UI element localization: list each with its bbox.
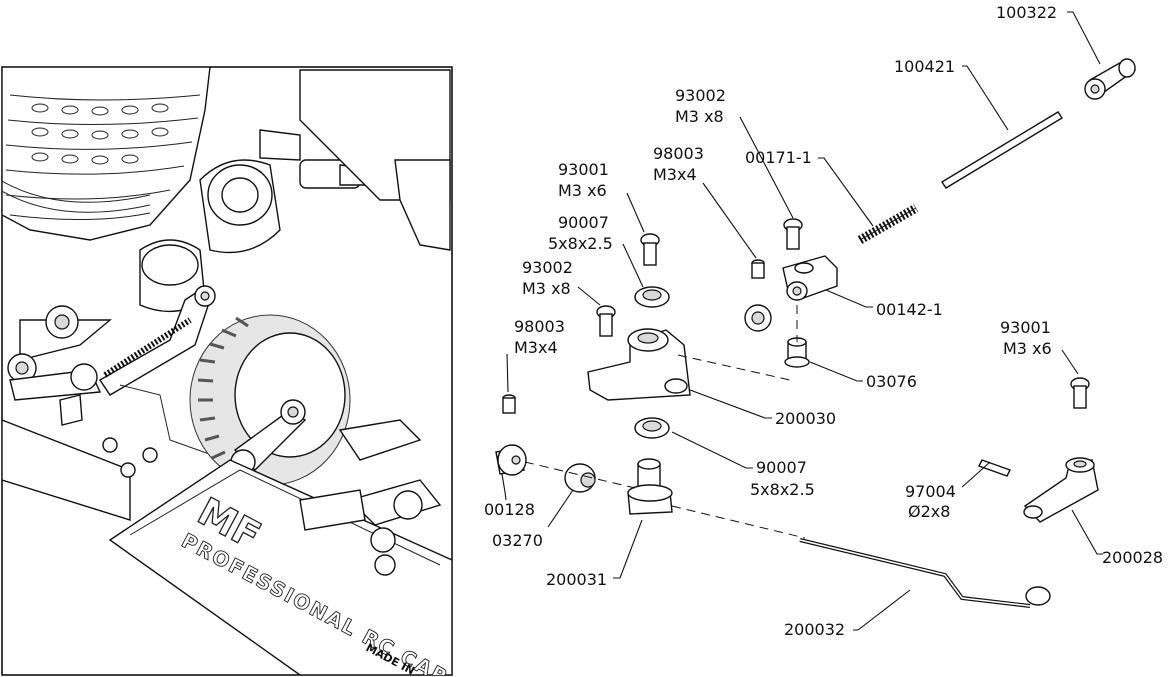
linkage-drawing xyxy=(7,285,241,466)
callout-200031: 200031 xyxy=(546,570,607,589)
part-90007-bearing-bottom xyxy=(634,417,670,439)
callout-03076: 03076 xyxy=(866,372,917,391)
callout-97004-size: Ø2x8 xyxy=(908,502,950,521)
part-98003-setscrew-left xyxy=(502,394,516,414)
callout-90007b-size: 5x8x2.5 xyxy=(750,480,815,499)
callout-00128: 00128 xyxy=(484,500,535,519)
part-93002-screw-top xyxy=(783,218,803,250)
part-93001-screw-left xyxy=(640,233,660,266)
part-03270-bushing xyxy=(564,463,596,493)
part-100322-ball-end xyxy=(1084,58,1137,100)
callout-93001a-num: 93001 xyxy=(558,160,609,179)
callout-200030: 200030 xyxy=(775,409,836,428)
callout-00142-1: 00142-1 xyxy=(876,300,943,319)
callout-93002b-size: M3 x8 xyxy=(522,279,571,298)
part-200032-rod xyxy=(799,538,1051,608)
part-collar-mid xyxy=(744,304,772,332)
part-200028-arm xyxy=(1023,457,1099,523)
callout-93002b-num: 93002 xyxy=(522,258,573,277)
right-linkage-drawing xyxy=(299,419,442,576)
part-93001-screw-right xyxy=(1070,377,1090,409)
callout-93001a-size: M3 x6 xyxy=(558,181,607,200)
callout-200032: 200032 xyxy=(784,620,845,639)
callout-100421: 100421 xyxy=(894,57,955,76)
assembly-inset: MF PROFESSIONAL RC CAR MADE IN xyxy=(1,66,453,676)
part-00142-1 xyxy=(782,255,838,301)
callout-98003b-num: 98003 xyxy=(514,317,565,336)
callout-200028: 200028 xyxy=(1102,548,1163,567)
part-98003-setscrew-top xyxy=(751,259,765,279)
part-00171-1-spring xyxy=(857,204,919,244)
part-03076-bushing xyxy=(784,337,810,368)
part-97004-pin xyxy=(978,459,1011,477)
part-90007-bearing-top xyxy=(634,286,670,308)
part-200030-arm xyxy=(587,328,691,401)
callout-97004-num: 97004 xyxy=(905,482,956,501)
callout-90007b-num: 90007 xyxy=(756,458,807,477)
callout-100322: 100322 xyxy=(996,3,1057,22)
callout-93001b-num: 93001 xyxy=(1000,318,1051,337)
callout-labels: 100322 100421 93002 M3 x8 98003 M3x4 001… xyxy=(484,3,1163,639)
callout-93002a-num: 93002 xyxy=(675,86,726,105)
callout-98003a-size: M3x4 xyxy=(653,165,697,184)
callout-98003b-size: M3x4 xyxy=(514,338,558,357)
spur-gear-drawing xyxy=(189,314,351,486)
part-93002-screw-left xyxy=(596,305,616,337)
callout-93002a-size: M3 x8 xyxy=(675,107,724,126)
callout-00171-1: 00171-1 xyxy=(745,148,812,167)
engine-head-drawing xyxy=(2,67,211,241)
callout-leaders xyxy=(501,11,1103,631)
callout-98003a-num: 98003 xyxy=(653,144,704,163)
part-00128-collar xyxy=(495,444,527,476)
carburetor-drawing xyxy=(139,69,451,313)
callout-90007a-size: 5x8x2.5 xyxy=(548,234,613,253)
callout-03270: 03270 xyxy=(492,531,543,550)
exploded-parts xyxy=(495,58,1137,608)
part-100421-rod xyxy=(941,111,1063,189)
callout-93001b-size: M3 x6 xyxy=(1003,339,1052,358)
assembly-axis-lines xyxy=(524,305,806,539)
part-200031-hub xyxy=(627,458,673,515)
callout-90007a-num: 90007 xyxy=(558,213,609,232)
